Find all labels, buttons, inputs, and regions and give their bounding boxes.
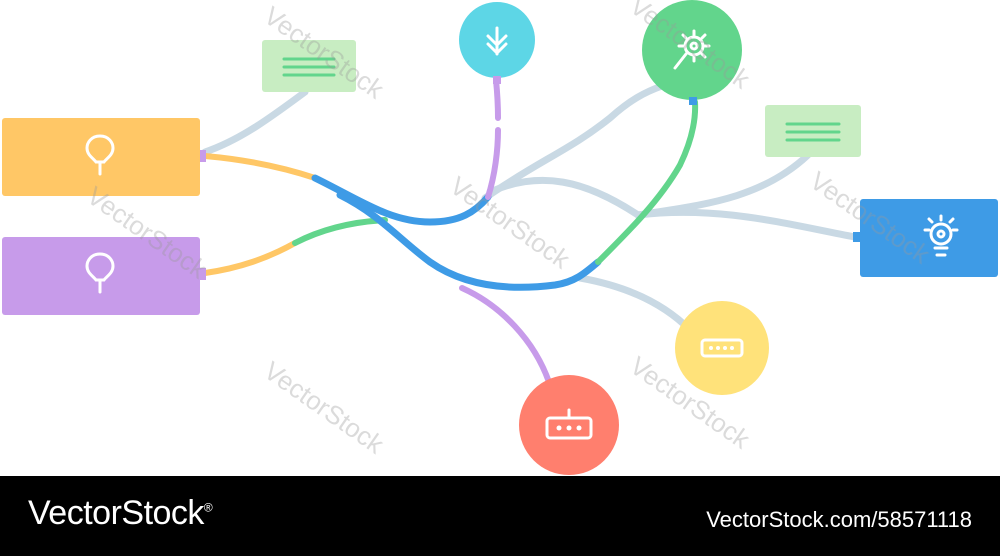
connector-purple-main-a	[202, 240, 298, 276]
connector-purple-to-cyan-a	[485, 127, 501, 200]
keyboard-icon	[700, 338, 744, 358]
robot-icon	[545, 408, 593, 440]
green-note-top	[262, 40, 356, 92]
lightbulb-outline-icon	[85, 134, 115, 176]
yellow-circle	[675, 301, 769, 395]
registered-mark: ®	[203, 500, 213, 515]
brand-name: VectorStock	[28, 494, 204, 532]
footer-bar: VectorStock® VectorStock.com/58571118	[0, 476, 1000, 556]
connector-orange-to-note	[201, 88, 309, 156]
connector-to-yellow-circle	[576, 274, 694, 334]
gear-icon	[673, 29, 711, 70]
footer-brand: VectorStock®	[28, 494, 213, 533]
text-lines-icon	[785, 122, 841, 142]
lightbulb-gear-icon	[923, 214, 959, 257]
mind-map-diagram: VectorStock VectorStock VectorStock Vect…	[2, 0, 998, 475]
connector-blue-upper	[311, 174, 492, 226]
connector-orange-main	[202, 153, 318, 181]
salmon-circle	[519, 375, 619, 475]
lightbulb-outline-icon	[85, 252, 115, 294]
purple-box	[2, 237, 206, 315]
connector-blue-lower	[336, 191, 602, 291]
connector-green-to-gear	[595, 99, 699, 265]
connectors	[201, 77, 859, 388]
green-note-right	[765, 105, 861, 157]
connector-cross-gray	[486, 176, 642, 219]
orange-box	[2, 118, 206, 196]
cyan-circle	[459, 2, 535, 84]
blue-box	[853, 199, 998, 277]
connector-hub-to-green-circle	[481, 82, 666, 202]
connector-purple-main-b	[292, 217, 388, 246]
green-circle	[642, 0, 742, 105]
watermark: VectorStock	[259, 355, 391, 460]
connector-purple-to-robot	[459, 285, 553, 388]
connector-purple-to-cyan-b	[493, 77, 501, 121]
connector-to-blue-box	[634, 208, 859, 241]
download-arrow-icon	[486, 26, 508, 56]
text-lines-icon	[282, 57, 336, 77]
image-reference: VectorStock.com/58571118	[706, 507, 972, 532]
